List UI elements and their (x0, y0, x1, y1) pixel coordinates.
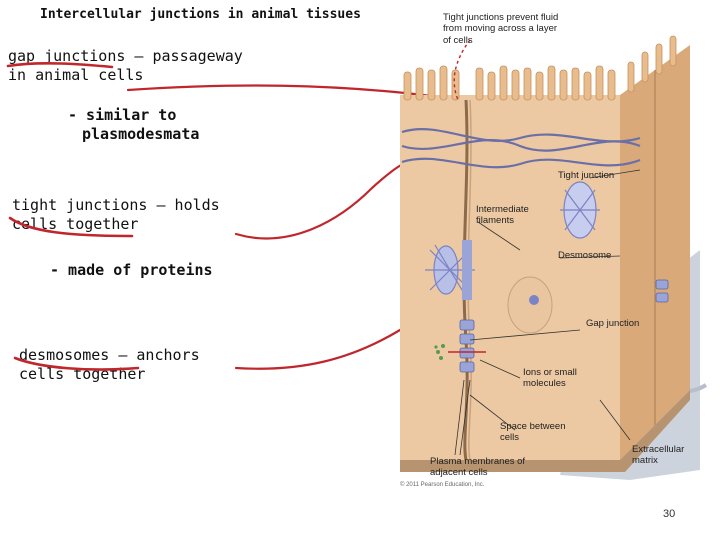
leader-lines (454, 169, 641, 456)
page-title: Intercellular junctions in animal tissue… (40, 7, 361, 22)
intermediate-filaments-label: Intermediate filaments (476, 204, 529, 227)
gap-junction-subnote: - similar to plasmodesmata (68, 106, 200, 143)
desmosome-plaque (462, 240, 472, 300)
tight-underline (8, 216, 134, 238)
microvilli (403, 35, 677, 101)
gap-junction-label: Gap junction (586, 318, 640, 329)
fluid-callout-label: Tight junctions prevent fluid from movin… (443, 12, 559, 46)
cell-front-face (400, 95, 620, 460)
desmosome-label: Desmosome (558, 250, 612, 261)
tight-junction-subnote: - made of proteins (50, 261, 213, 279)
ions-dots (434, 344, 445, 360)
page-number: 30 (663, 508, 676, 520)
nucleus (507, 276, 553, 334)
extracellular-matrix-label: Extracellular matrix (632, 444, 685, 467)
gap-junction-note: gap junctions – passageway in animal cel… (8, 47, 243, 84)
space-between-cells-label: Space between cells (500, 421, 566, 444)
gap-arrow-line (126, 84, 397, 94)
fluid-callout-arrow (453, 39, 471, 101)
tight-junction-label: Tight junction (558, 170, 615, 181)
ions-label: Ions or small molecules (523, 367, 577, 390)
tight-junction-note: tight junctions – holds cells together (12, 196, 220, 233)
gap-underline (6, 62, 114, 69)
plasma-membranes-label: Plasma membranes of adjacent cells (430, 456, 526, 479)
desmosome-graphic (425, 181, 600, 296)
copyright-text: © 2011 Pearson Education, Inc. (400, 482, 485, 488)
gap-junction-channels (459, 279, 669, 373)
tight-junction-strands (401, 128, 641, 169)
tight-arrow (234, 156, 422, 240)
desmo-underline (13, 356, 140, 371)
